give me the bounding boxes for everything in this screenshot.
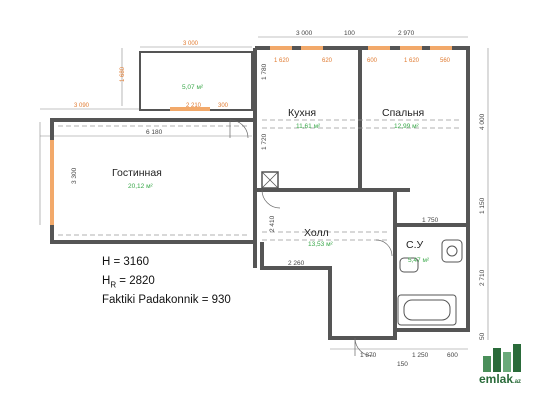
apartment-walls xyxy=(253,46,470,340)
dim-living-top1: 3 090 xyxy=(74,103,90,109)
hr-sub: R xyxy=(110,280,117,290)
dim-living-left: 300 xyxy=(218,103,229,109)
dim-living-window: 2 210 xyxy=(186,103,202,109)
hr-prefix: H xyxy=(102,275,111,287)
bath-label: С.У xyxy=(406,239,424,251)
kitchen-area: 11,61 м² xyxy=(296,123,321,130)
dim-balcony-side: 1 680 xyxy=(120,66,126,82)
dim-hall-bottom-left: 2 260 xyxy=(288,260,305,267)
living-label: Гостинная xyxy=(112,167,162,179)
windows xyxy=(50,46,452,225)
dim-win-2: 620 xyxy=(322,58,333,64)
room-height-note: HR = 2820 xyxy=(102,275,155,289)
vent-shaft xyxy=(261,171,279,189)
living-area: 20,12 м² xyxy=(128,183,154,190)
living-room-walls xyxy=(50,118,257,244)
kitchen-label: Кухня xyxy=(288,107,316,119)
dim-win-3: 600 xyxy=(367,58,378,64)
bedroom-label: Спальня xyxy=(382,107,424,119)
logo-suffix: .az xyxy=(513,379,522,385)
dim-top-mid: 100 xyxy=(344,30,355,37)
dim-right-small: 50 xyxy=(479,332,486,340)
balcony xyxy=(139,51,253,111)
dim-balcony-top: 3 000 xyxy=(183,41,199,47)
doors xyxy=(229,119,393,357)
dim-kitchen-left: 1 780 xyxy=(261,63,268,80)
dim-bottom-4: 150 xyxy=(397,361,408,368)
balcony-area: 5,07 м² xyxy=(182,84,204,91)
bedroom-area: 12,99 м² xyxy=(394,123,420,130)
dim-hall-right: 1 750 xyxy=(422,217,439,224)
bath-area: 5,47 м² xyxy=(408,257,430,264)
emlak-logo: emlak.az xyxy=(475,342,535,402)
dim-right-bottom: 2 710 xyxy=(479,269,486,286)
dim-win-1: 1 620 xyxy=(274,58,290,64)
dashed-lines xyxy=(58,119,462,241)
dim-bottom-2: 1 250 xyxy=(412,352,429,359)
logo-word: emlak xyxy=(479,372,514,386)
dim-bottom-3: 600 xyxy=(447,352,458,359)
dim-right-mid: 1 150 xyxy=(479,197,486,214)
hall-area: 13,53 м² xyxy=(308,241,334,248)
windowsill-note: Faktiki Padakonnik = 930 xyxy=(102,294,231,306)
hr-value: = 2820 xyxy=(119,275,155,287)
ceiling-height-note: H = 3160 xyxy=(102,256,149,268)
building-icon xyxy=(483,344,521,372)
dim-win-4: 1 620 xyxy=(404,58,420,64)
dim-right-top: 4 000 xyxy=(479,113,486,130)
dim-top-bedroom: 2 970 xyxy=(398,30,415,37)
dim-living-top2: 6 180 xyxy=(146,129,163,136)
dim-living-height: 3 300 xyxy=(71,167,78,184)
dim-top-kitchen: 3 000 xyxy=(296,30,313,37)
bath-fixtures xyxy=(397,239,463,326)
dim-bottom-1: 1 870 xyxy=(360,352,377,359)
logo-text: emlak.az xyxy=(479,372,521,386)
dim-kitchen-left2: 1 720 xyxy=(261,133,268,150)
dim-hall-left: 2 410 xyxy=(269,215,276,232)
hall-label: Холл xyxy=(304,227,329,239)
dim-win-5: 560 xyxy=(440,58,451,64)
